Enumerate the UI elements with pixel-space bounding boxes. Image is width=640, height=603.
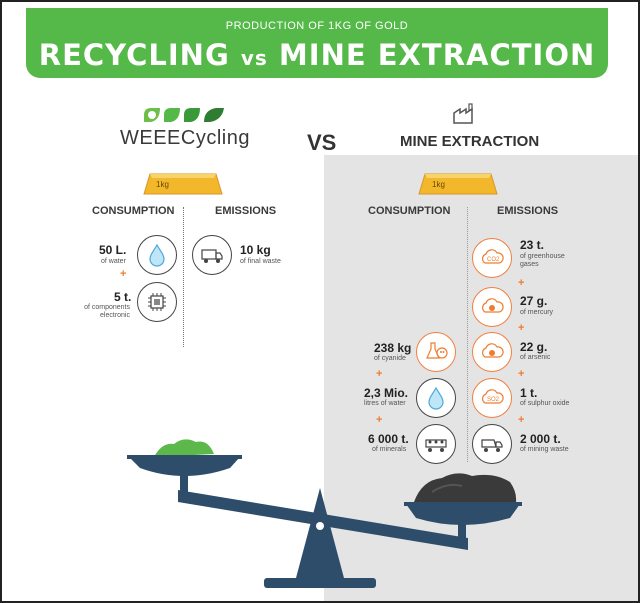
title-recycling: RECYCLING bbox=[38, 38, 230, 72]
scale-fulcrum bbox=[296, 488, 344, 578]
header-subtitle: PRODUCTION OF 1KG OF GOLD bbox=[225, 20, 409, 32]
right-consumption-heading: CONSUMPTION bbox=[368, 205, 451, 217]
right-emissions-heading: EMISSIONS bbox=[497, 205, 559, 217]
left-final-waste-label: of final waste bbox=[240, 258, 281, 265]
water-drop-icon bbox=[416, 378, 456, 418]
gold-bar-right bbox=[417, 172, 499, 201]
green-recycled-pile bbox=[154, 439, 214, 457]
left-final-waste-value: 10 kg bbox=[240, 243, 271, 257]
right-cyanide-label: of cyanide bbox=[374, 355, 406, 362]
right-mercury-value: 27 g. bbox=[520, 294, 548, 308]
so2-cloud-icon: SO2 bbox=[472, 378, 512, 418]
left-consumption-heading: CONSUMPTION bbox=[92, 205, 175, 217]
right-water-label: litres of water bbox=[364, 400, 406, 407]
left-components-value: 5 t. bbox=[114, 290, 132, 304]
right-arsenic-value: 22 g. bbox=[520, 340, 548, 354]
right-minerals-label: of minerals bbox=[372, 446, 407, 453]
toxic-cloud-icon bbox=[472, 287, 512, 327]
water-drop-icon bbox=[137, 235, 177, 275]
right-pan bbox=[406, 504, 520, 525]
left-water-label: of water bbox=[101, 258, 126, 265]
right-mercury-label: of mercury bbox=[520, 309, 554, 316]
gold-label-right: 1kg bbox=[432, 180, 445, 189]
plus-sign: + bbox=[120, 268, 127, 280]
factory-icon bbox=[452, 103, 478, 130]
leaf-logo-icon bbox=[144, 108, 224, 122]
right-minerals-value: 6 000 t. bbox=[368, 432, 409, 446]
gold-label-left: 1kg bbox=[156, 180, 169, 189]
left-components-label: of components electronic bbox=[84, 304, 130, 319]
header-title: RECYCLING vs MINE EXTRACTION bbox=[26, 38, 608, 72]
right-greenhouse-value: 23 t. bbox=[520, 238, 545, 252]
mine-extraction-title: MINE EXTRACTION bbox=[400, 133, 540, 150]
toxic-cloud-icon bbox=[472, 332, 512, 372]
plus-sign: + bbox=[376, 368, 383, 380]
right-mining-waste-value: 2 000 t. bbox=[520, 432, 561, 446]
right-sulphur-label: of sulphur oxide bbox=[520, 400, 570, 407]
svg-text:SO2: SO2 bbox=[487, 397, 500, 403]
left-divider bbox=[183, 207, 184, 347]
plus-sign: + bbox=[376, 414, 383, 426]
title-mine-extraction: MINE EXTRACTION bbox=[278, 38, 596, 72]
plus-sign: + bbox=[518, 277, 525, 289]
right-divider bbox=[467, 207, 468, 462]
svg-text:CO2: CO2 bbox=[487, 257, 500, 263]
gold-bar-left bbox=[142, 172, 224, 201]
left-water-value: 50 L. bbox=[99, 243, 127, 257]
vs-label: VS bbox=[307, 130, 337, 155]
circuit-chip-icon bbox=[137, 282, 177, 322]
plus-sign: + bbox=[518, 368, 525, 380]
right-mining-waste-label: of mining waste bbox=[520, 446, 569, 453]
co2-cloud-icon: CO2 bbox=[472, 238, 512, 278]
weeecycling-logo bbox=[142, 106, 232, 124]
left-pan bbox=[129, 457, 240, 476]
right-sulphur-value: 1 t. bbox=[520, 386, 538, 400]
dump-truck-icon bbox=[472, 424, 512, 464]
right-cyanide-value: 238 kg bbox=[374, 341, 412, 355]
right-greenhouse-label: of greenhouse gases bbox=[520, 253, 565, 268]
weeecycling-brand: WEEECycling bbox=[120, 127, 250, 149]
left-emissions-heading: EMISSIONS bbox=[215, 205, 277, 217]
title-vs: vs bbox=[240, 46, 268, 70]
mine-cart-icon bbox=[416, 424, 456, 464]
plus-sign: + bbox=[518, 322, 525, 334]
header-banner: PRODUCTION OF 1KG OF GOLD RECYCLING vs M… bbox=[26, 8, 608, 78]
ore-pile bbox=[414, 473, 517, 502]
waste-truck-icon bbox=[192, 235, 232, 275]
chemical-flask-icon bbox=[416, 332, 456, 372]
plus-sign: + bbox=[518, 414, 525, 426]
right-water-value: 2,3 Mio. bbox=[364, 386, 409, 400]
right-arsenic-label: of arsenic bbox=[520, 354, 551, 361]
